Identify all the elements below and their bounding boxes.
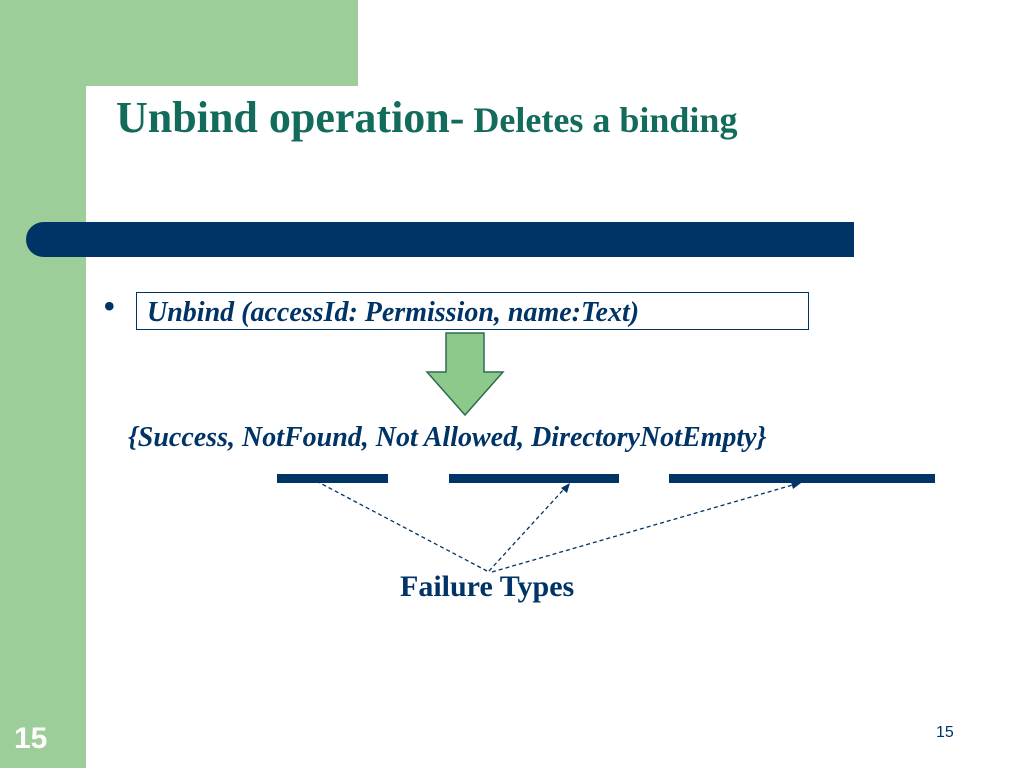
underline-directorynotempty — [669, 474, 935, 483]
left-accent-band — [0, 0, 86, 768]
underline-notfound — [277, 474, 388, 483]
pointer-line-notfound — [317, 481, 488, 572]
content-corner — [86, 86, 166, 166]
footer-page-number: 15 — [936, 724, 954, 741]
title-main: Unbind operation- — [116, 93, 465, 142]
title-subtitle: Deletes a binding — [464, 100, 738, 140]
operation-signature-box: Unbind (accessId: Permission, name:Text) — [136, 292, 809, 330]
arrowhead-notallowed — [561, 483, 570, 493]
failure-pointer-lines — [317, 481, 797, 573]
underline-notallowed — [449, 474, 619, 483]
operation-signature: Unbind (accessId: Permission, name:Text) — [147, 297, 640, 328]
top-accent-band — [0, 0, 358, 86]
pointer-arrowheads — [561, 482, 801, 493]
result-set: {Success, NotFound, Not Allowed, Directo… — [128, 422, 767, 453]
slide-title: Unbind operation- Deletes a binding — [116, 92, 737, 143]
failure-types-label: Failure Types — [400, 570, 575, 603]
pointer-line-directorynotempty — [491, 483, 797, 573]
title-divider-bar — [26, 222, 854, 257]
down-arrow-icon — [425, 332, 505, 417]
slide-number-badge: 15 — [14, 722, 48, 755]
arrowhead-directorynotempty — [791, 482, 801, 489]
pointer-line-notallowed — [488, 487, 566, 572]
bullet-marker: • — [103, 286, 116, 326]
